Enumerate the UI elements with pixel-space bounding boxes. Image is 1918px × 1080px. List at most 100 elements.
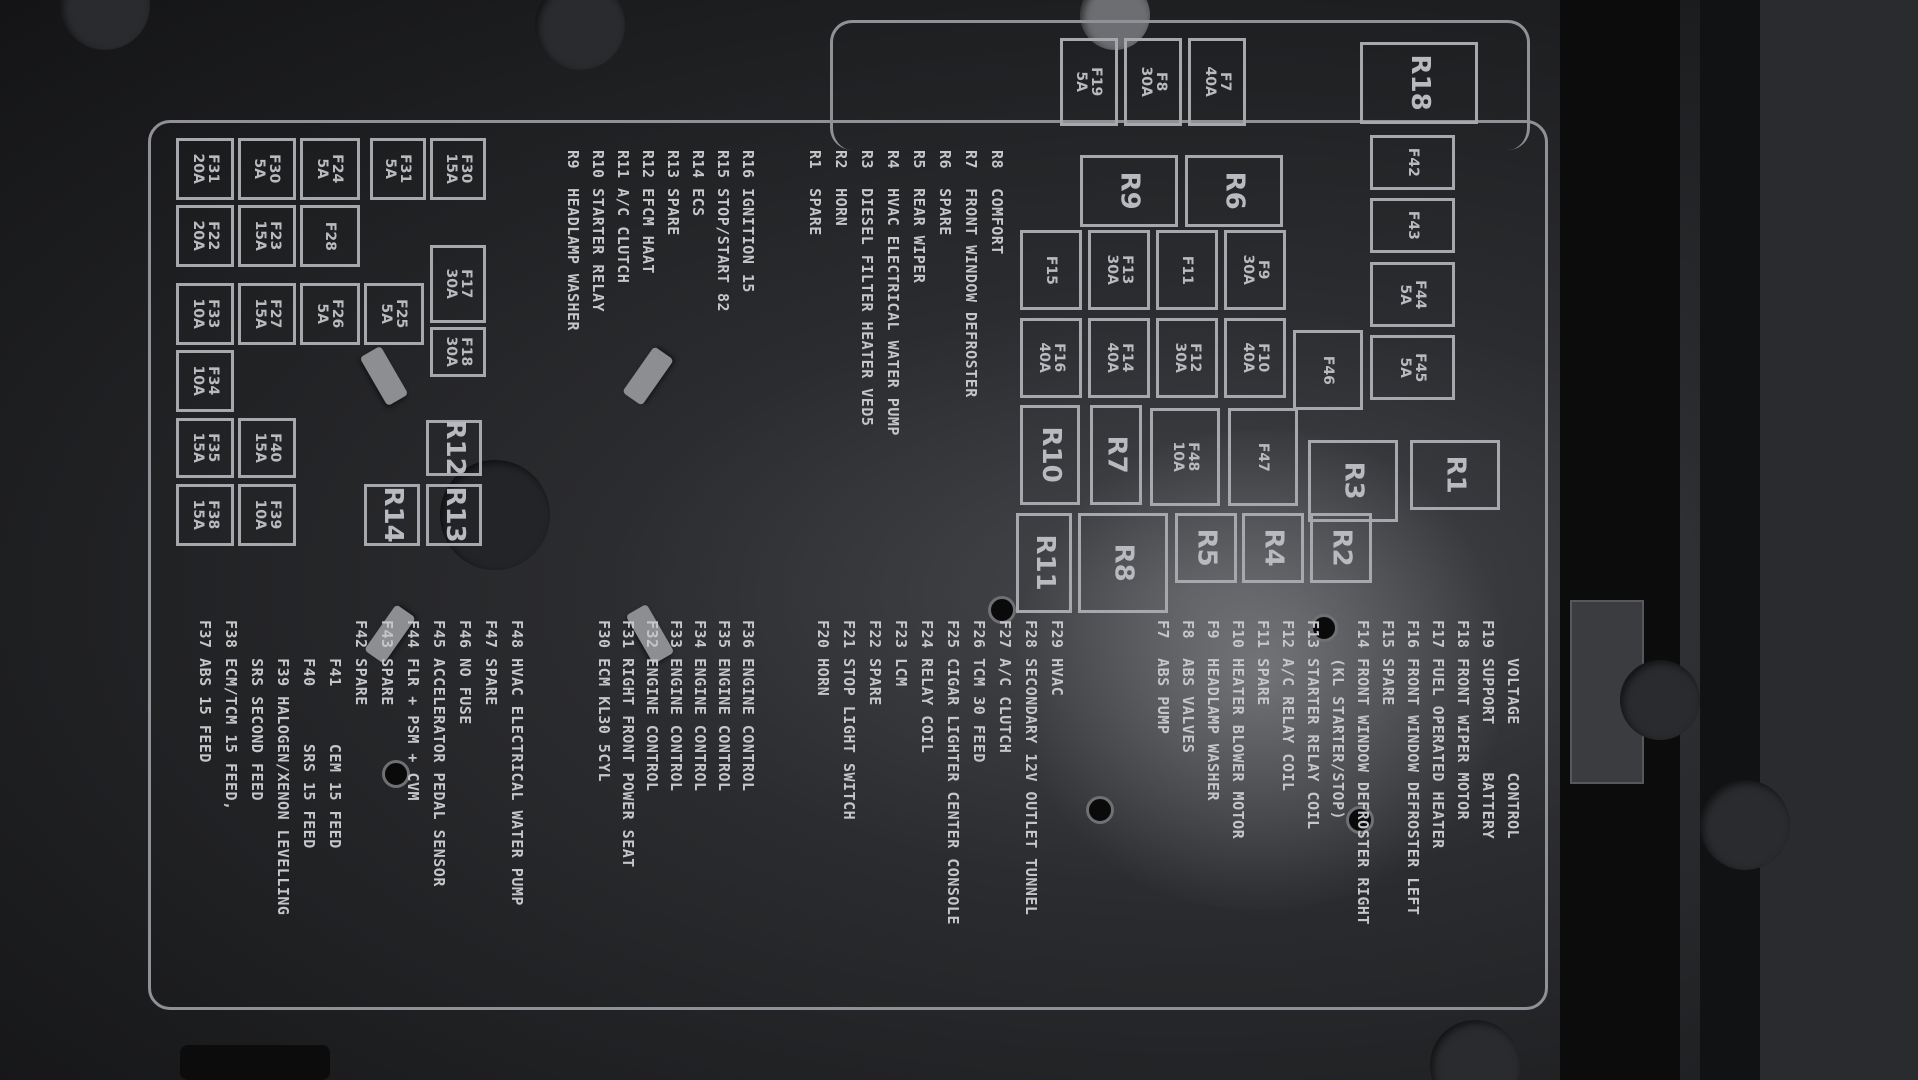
mounting-hole: [1430, 1020, 1520, 1080]
fuse-f17: F17 30A: [430, 245, 486, 323]
fuse-f14: F14 40A: [1088, 318, 1150, 398]
legend-line: F9 HEADLAMP WASHER: [1204, 620, 1222, 802]
legend-line: F28 SECONDARY 12V OUTLET TUNNEL: [1022, 620, 1040, 916]
fuse-f47: F47: [1228, 408, 1298, 506]
legend-line: R11 A/C CLUTCH: [614, 150, 632, 284]
relay-r10: R10: [1020, 405, 1080, 505]
legend-line: (KL STARTER/STOP): [1329, 620, 1347, 821]
legend-line: F15 SPARE: [1379, 620, 1397, 706]
fuse-f10: F10 40A: [1224, 318, 1286, 398]
relay-r3: R3: [1308, 440, 1398, 522]
legend-line: F7 ABS PUMP: [1154, 620, 1172, 735]
mounting-hole: [440, 460, 550, 570]
fuse-f25: F25 5A: [364, 283, 424, 345]
legend-line: F33 ENGINE CONTROL: [667, 620, 685, 792]
legend-line: F35 ENGINE CONTROL: [715, 620, 733, 792]
legend-line: F29 HVAC: [1048, 620, 1066, 697]
relay-r7: R7: [1090, 405, 1142, 505]
legend-line: SRS SECOND FEED: [248, 620, 266, 802]
fuse-f15: F15: [1020, 230, 1082, 310]
legend-line: F27 A/C CLUTCH: [996, 620, 1014, 754]
legend-line: F37 ABS 15 FEED: [196, 620, 214, 763]
diagram-outline: [148, 120, 1548, 1010]
legend-line: F12 A/C RELAY COIL: [1279, 620, 1297, 792]
legend-line: R12 EFCM HAAT: [639, 150, 657, 274]
fuse-f26: F26 5A: [300, 283, 360, 345]
fuse-f13: F13 30A: [1088, 230, 1150, 310]
legend-fuses-mid: F29 HVAC F28 SECONDARY 12V OUTLET TUNNEL F…: [810, 620, 1070, 925]
legend-line: F26 TCM 30 FEED: [970, 620, 988, 763]
relay-r13: R13: [426, 484, 482, 546]
legend-line: F16 FRONT WINDOW DEFROSTER LEFT: [1404, 620, 1422, 916]
screw-hole: [1310, 614, 1338, 642]
fuse-f38: F38 15A: [176, 484, 234, 546]
screw-hole: [1346, 806, 1374, 834]
relay-r14: R14: [364, 484, 420, 546]
legend-line: R2 HORN: [832, 150, 850, 227]
relay-r9: R9: [1080, 155, 1178, 227]
legend-line: F45 ACCELERATOR PEDAL SENSOR: [430, 620, 448, 887]
fuse-f7: F7 40A: [1188, 38, 1246, 126]
legend-line: F10 HEATER BLOWER MOTOR: [1229, 620, 1247, 840]
legend-line: R7 FRONT WINDOW DEFROSTER: [962, 150, 980, 398]
fuse-f46: F46: [1293, 330, 1363, 410]
fuse-f8: F8 30A: [1124, 38, 1182, 126]
relay-r5: R5: [1175, 513, 1237, 583]
fuse-f45: F45 5A: [1370, 335, 1455, 400]
legend-line: VOLTAGE CONTROL: [1504, 620, 1522, 840]
legend-line: R1 SPARE: [806, 150, 824, 236]
legend-line: F17 FUEL OPERATED HEATER: [1429, 620, 1447, 849]
relay-r11: R11: [1016, 513, 1072, 613]
relay-r6: R6: [1185, 155, 1283, 227]
legend-fuses-left: F48 HVAC ELECTRICAL WATER PUMP F47 SPARE F…: [192, 620, 530, 915]
legend-line: F42 SPARE: [352, 620, 370, 706]
fuse-f22: F22 20A: [176, 205, 234, 267]
fuse-f18: F18 30A: [430, 327, 486, 377]
legend-line: R15 STOP/START 82: [714, 150, 732, 313]
legend-line: F34 ENGINE CONTROL: [691, 620, 709, 792]
legend-line: F24 RELAY COIL: [918, 620, 936, 754]
fuse-f28: F28: [300, 205, 360, 267]
legend-line: R13 SPARE: [664, 150, 682, 236]
fuse-f35: F35 15A: [176, 418, 234, 478]
legend-line: R9 HEADLAMP WASHER: [564, 150, 582, 332]
light-glare: [1000, 430, 1520, 910]
legend-line: F44 FLR + PSM + CVM: [404, 620, 422, 802]
relay-r2: R2: [1310, 513, 1372, 583]
legend-line: F39 HALOGEN/XENON LEVELLING: [274, 620, 292, 916]
fuse-f42: F42: [1370, 135, 1455, 190]
fuse-f33: F33 10A: [176, 283, 234, 345]
fuse-f31b: F31 20A: [176, 138, 234, 200]
fuse-f12: F12 30A: [1156, 318, 1218, 398]
fuse-f19: F19 5A: [1060, 38, 1118, 126]
legend-line: F40 SRS 15 FEED: [300, 620, 318, 849]
fuse-f11: F11: [1156, 230, 1218, 310]
legend-line: F43 SPARE: [378, 620, 396, 706]
fuse-f31: F31 5A: [370, 138, 426, 200]
legend-line: F14 FRONT WINDOW DEFROSTER RIGHT: [1354, 620, 1372, 925]
legend-line: F11 SPARE: [1254, 620, 1272, 706]
fuse-f40: F40 15A: [238, 418, 296, 478]
mounting-hole: [1620, 660, 1700, 740]
legend-line: F47 SPARE: [482, 620, 500, 706]
legend-line: R6 SPARE: [936, 150, 954, 236]
screw-hole: [382, 760, 410, 788]
lid-frame-side: [1760, 0, 1918, 1080]
legend-line: R5 REAR WIPER: [910, 150, 928, 284]
fuse-f9: F9 30A: [1224, 230, 1286, 310]
mounting-hole: [60, 0, 150, 50]
legend-line: F13 STARTER RELAY COIL: [1304, 620, 1322, 830]
legend-line: F48 HVAC ELECTRICAL WATER PUMP: [508, 620, 526, 906]
fuse-f30: F30 15A: [430, 138, 486, 200]
legend-line: F18 FRONT WIPER MOTOR: [1454, 620, 1472, 821]
legend-line: F30 ECM KL30 5CYL: [595, 620, 613, 783]
fuse-f16: F16 40A: [1020, 318, 1082, 398]
legend-line: F41 CEM 15 FEED: [326, 620, 344, 849]
legend-line: F21 STOP LIGHT SWITCH: [840, 620, 858, 821]
fuse-f30b: F30 5A: [238, 138, 296, 200]
legend-line: F22 SPARE: [866, 620, 884, 706]
relay-r4: R4: [1242, 513, 1304, 583]
